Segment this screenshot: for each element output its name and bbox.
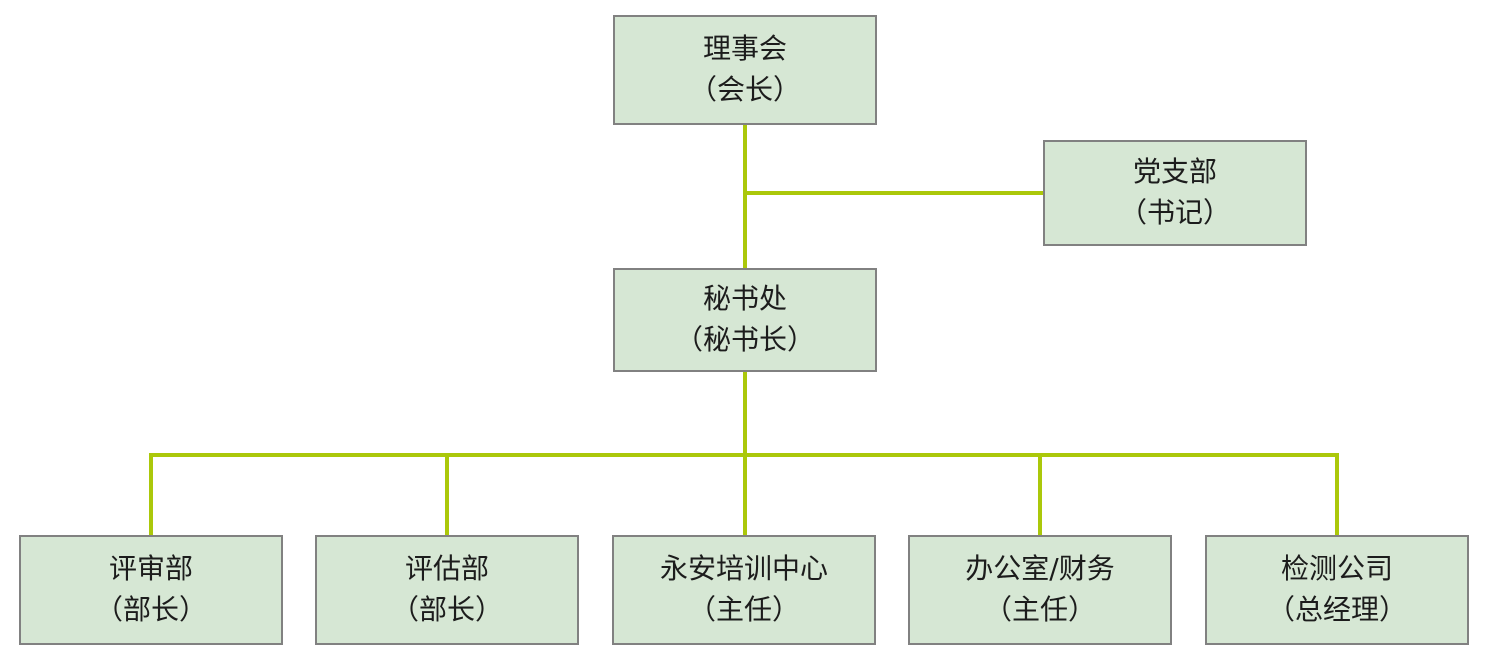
- connector-board-to-junction: [743, 125, 747, 268]
- org-box-office: 办公室/财务 （主任）: [908, 535, 1172, 645]
- org-box-testing: 检测公司 （总经理）: [1205, 535, 1469, 645]
- dept-label: 党支部: [1132, 155, 1217, 189]
- role-label: （部长）: [94, 593, 207, 626]
- role-label: （部长）: [390, 593, 503, 626]
- connector-drop-office: [1038, 453, 1042, 535]
- role-label: （主任）: [687, 593, 800, 626]
- connector-drop-assessment: [445, 453, 449, 535]
- role-label: （会长）: [688, 73, 801, 106]
- role-label: （总经理）: [1266, 593, 1407, 626]
- org-box-assessment: 评估部 （部长）: [315, 535, 579, 645]
- role-label: （书记）: [1118, 196, 1231, 229]
- role-label: （主任）: [983, 593, 1096, 626]
- connector-secretariat-to-bar: [743, 372, 747, 457]
- org-box-training: 永安培训中心 （主任）: [612, 535, 876, 645]
- dept-label: 办公室/财务: [965, 552, 1115, 586]
- dept-label: 评估部: [404, 552, 489, 586]
- dept-label: 理事会: [702, 32, 787, 66]
- org-box-review: 评审部 （部长）: [19, 535, 283, 645]
- connector-branch-to-party: [743, 191, 1043, 195]
- connector-drop-review: [149, 453, 153, 535]
- dept-label: 评审部: [108, 552, 193, 586]
- role-label: （秘书长）: [674, 323, 815, 356]
- dept-label: 检测公司: [1280, 552, 1393, 586]
- org-box-secretariat: 秘书处 （秘书长）: [613, 268, 877, 372]
- connector-drop-testing: [1335, 453, 1339, 535]
- org-box-party: 党支部 （书记）: [1043, 140, 1307, 246]
- dept-label: 秘书处: [702, 282, 787, 316]
- org-box-board: 理事会 （会长）: [613, 15, 877, 125]
- dept-label: 永安培训中心: [659, 552, 828, 586]
- connector-drop-training: [743, 453, 747, 535]
